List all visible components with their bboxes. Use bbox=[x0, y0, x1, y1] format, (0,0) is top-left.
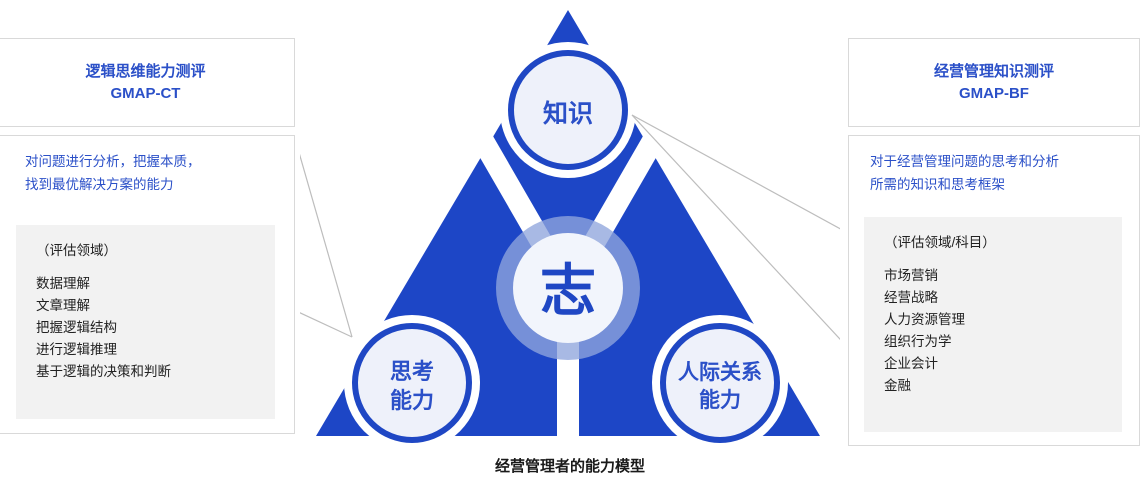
node-interpersonal-label-line1: 人际关系 bbox=[678, 360, 762, 384]
right-panel: 经营管理知识测评 GMAP-BF 对于经营管理问题的思考和分析 所需的知识和思考… bbox=[848, 38, 1140, 448]
list-item: 人力资源管理 bbox=[884, 312, 965, 327]
list-item: 数据理解 bbox=[36, 276, 90, 291]
list-item: 进行逻辑推理 bbox=[36, 342, 117, 357]
node-interpersonal: 人际关系 能力 bbox=[658, 321, 782, 445]
left-panel: 逻辑思维能力测评 GMAP-CT 对问题进行分析，把握本质， 找到最优解决方案的… bbox=[0, 38, 296, 438]
right-panel-domain-box: （评估领域/科目） 市场营销 经营战略 人力资源管理 组织行为学 企业会计 金融 bbox=[864, 217, 1122, 432]
left-panel-description: 对问题进行分析，把握本质， 找到最优解决方案的能力 bbox=[25, 154, 201, 192]
right-panel-domain-list: 市场营销 经营战略 人力资源管理 组织行为学 企业会计 金融 bbox=[884, 265, 1122, 397]
right-panel-header-title: 经营管理知识测评 GMAP-BF bbox=[933, 62, 1054, 102]
node-thinking-label-line1: 思考 bbox=[390, 359, 434, 384]
right-panel-domain-title: （评估领域/科目） bbox=[884, 235, 996, 250]
left-panel-header-title: 逻辑思维能力测评 GMAP-CT bbox=[85, 62, 206, 102]
list-item: 企业会计 bbox=[884, 356, 938, 371]
node-interpersonal-label-line2: 能力 bbox=[699, 388, 741, 412]
list-item: 文章理解 bbox=[36, 298, 90, 313]
right-panel-header: 经营管理知识测评 GMAP-BF bbox=[848, 38, 1140, 127]
list-item: 市场营销 bbox=[884, 268, 938, 283]
connector-lines-right bbox=[631, 114, 840, 340]
left-panel-domain-title: （评估领域） bbox=[36, 243, 117, 258]
list-item: 把握逻辑结构 bbox=[36, 320, 117, 335]
right-panel-description: 对于经营管理问题的思考和分析 所需的知识和思考框架 bbox=[870, 154, 1059, 192]
node-knowledge: 知识 bbox=[506, 48, 630, 172]
left-panel-domain-list: 数据理解 文章理解 把握逻辑结构 进行逻辑推理 基于逻辑的决策和判断 bbox=[36, 273, 275, 383]
left-panel-header: 逻辑思维能力测评 GMAP-CT bbox=[0, 38, 295, 127]
core-node: 志 bbox=[496, 216, 640, 360]
list-item: 基于逻辑的决策和判断 bbox=[36, 364, 171, 379]
node-knowledge-label: 知识 bbox=[543, 100, 593, 128]
list-item: 经营战略 bbox=[884, 290, 938, 305]
node-thinking: 思考 能力 bbox=[350, 321, 474, 445]
diagram-caption: 经营管理者的能力模型 bbox=[494, 458, 645, 475]
node-thinking-label-line2: 能力 bbox=[390, 388, 434, 413]
capability-model-diagram: 志 知识 思考 能力 人际关系 能力 bbox=[300, 0, 840, 450]
list-item: 金融 bbox=[884, 378, 911, 393]
core-node-label: 志 bbox=[540, 259, 596, 322]
connector-lines-left bbox=[300, 153, 353, 338]
left-panel-domain-box: （评估领域） 数据理解 文章理解 把握逻辑结构 进行逻辑推理 基于逻辑的决策和判… bbox=[16, 225, 275, 419]
list-item: 组织行为学 bbox=[884, 334, 952, 349]
